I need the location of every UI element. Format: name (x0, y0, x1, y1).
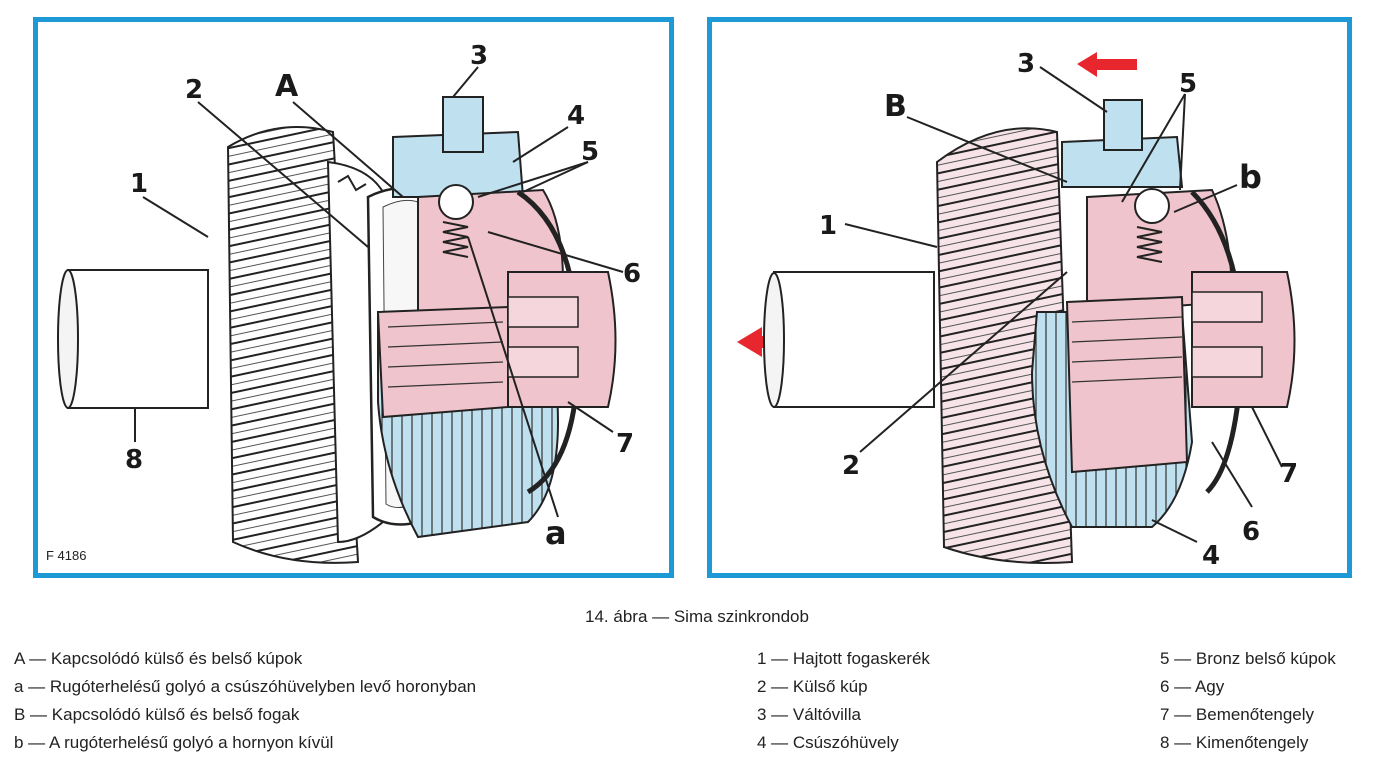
spring-loaded-ball (438, 184, 474, 258)
callout-4-right: 4 (1202, 541, 1220, 571)
legend-item: b — A rugóterhelésű golyó a hornyon kívü… (14, 733, 334, 752)
callout-3: 3 (470, 41, 488, 71)
legend-left: A — Kapcsolódó külső és belső kúpok a — … (14, 645, 476, 757)
callout-1-right: 1 (819, 211, 837, 241)
callout-2-right: 2 (842, 451, 860, 481)
callout-b: b (1239, 158, 1262, 196)
synchronizer-illustration-right: 1 B 3 5 b 2 7 6 4 (737, 49, 1298, 571)
driven-gear (226, 126, 384, 564)
callout-4: 4 (567, 101, 585, 131)
fork-direction-arrow (1077, 52, 1137, 77)
callout-6-right: 6 (1242, 517, 1260, 547)
input-shaft (507, 271, 617, 408)
legend-item: 7 — Bemenőtengely (1160, 705, 1315, 724)
diagram-panel-left: 1 2 A 3 4 5 6 7 8 a F 4186 (33, 17, 674, 578)
input-shaft-right (1191, 271, 1296, 408)
legend-right: 5 — Bronz belső kúpok 6 — Agy 7 — Bemenő… (1160, 645, 1336, 757)
leader-lines-right (844, 66, 1283, 543)
callout-1: 1 (130, 169, 148, 199)
callout-B: B (884, 89, 907, 124)
synchronizer-illustration-left: 1 2 A 3 4 5 6 7 8 a (57, 41, 641, 564)
diagram-panel-right: 1 B 3 5 b 2 7 6 4 (707, 17, 1352, 578)
legend-item: 1 — Hajtott fogaskerék (757, 649, 930, 668)
callout-7-right: 7 (1280, 459, 1298, 489)
figure-caption: 14. ábra — Sima szinkrondob (585, 607, 809, 626)
callout-6: 6 (623, 259, 641, 289)
legend-item: A — Kapcsolódó külső és belső kúpok (14, 649, 303, 668)
legend-item: 2 — Külső kúp (757, 677, 868, 696)
callout-8: 8 (125, 445, 143, 475)
legend-item: 6 — Agy (1160, 677, 1225, 696)
figure-code: F 4186 (46, 548, 87, 563)
callout-a: a (545, 514, 567, 552)
callout-2: 2 (185, 75, 203, 105)
legend-item: 3 — Váltóvilla (757, 705, 861, 724)
callout-5: 5 (581, 137, 599, 167)
legend-item: 4 — Csúszóhüvely (757, 733, 899, 752)
callout-3-right: 3 (1017, 49, 1035, 79)
legend-item: B — Kapcsolódó külső és belső fogak (14, 705, 300, 724)
legend-item: 5 — Bronz belső kúpok (1160, 649, 1336, 668)
driven-gear-right (935, 127, 1074, 564)
output-shaft (57, 269, 209, 409)
callout-7: 7 (616, 429, 634, 459)
callout-A: A (275, 69, 299, 104)
legend-item: a — Rugóterhelésű golyó a csúszóhüvelybe… (14, 677, 477, 696)
output-shaft-right (763, 271, 935, 408)
legend-item: 8 — Kimenőtengely (1160, 733, 1309, 752)
leader-lines (134, 66, 624, 518)
legend-middle: 1 — Hajtott fogaskerék 2 — Külső kúp 3 —… (757, 645, 930, 757)
shaft-direction-arrow (737, 327, 787, 357)
callout-5-right: 5 (1179, 69, 1197, 99)
spring-loaded-ball-right (1134, 188, 1170, 263)
